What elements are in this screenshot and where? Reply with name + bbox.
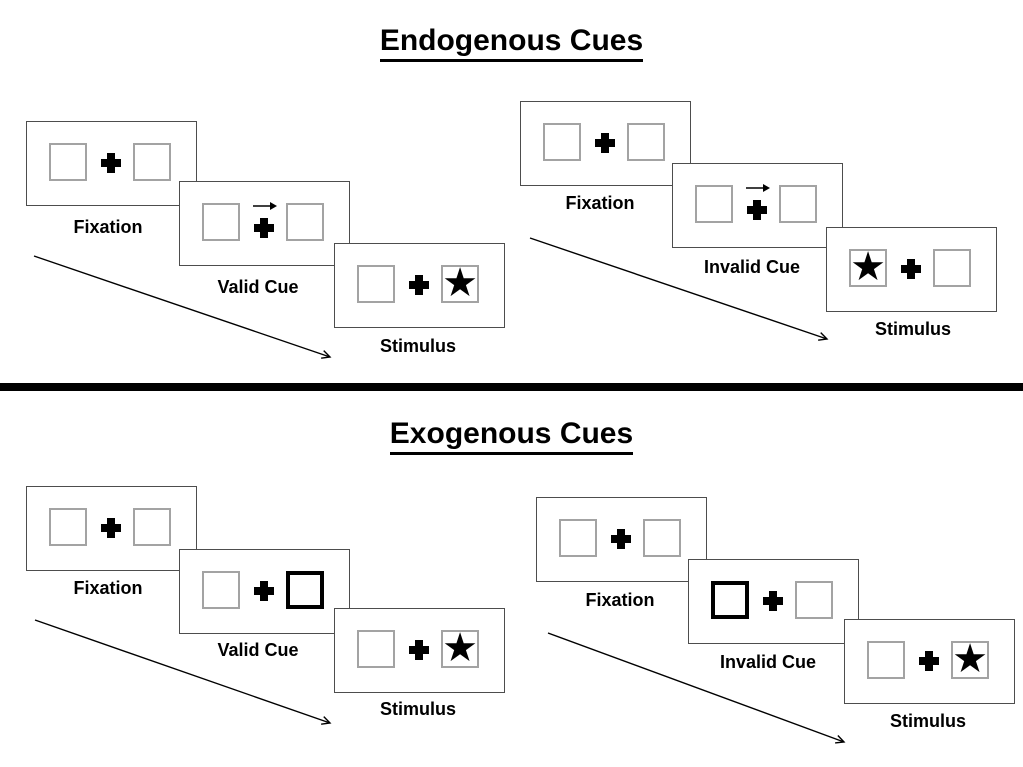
panel-label-valid-cue: Valid Cue — [217, 277, 299, 297]
exo-valid-fixation-panel — [26, 486, 197, 571]
left-box — [49, 143, 87, 181]
fixation-cross-icon — [611, 529, 631, 549]
exo-invalid-cue-panel — [688, 559, 859, 644]
panel-label-fixation: Fixation — [73, 217, 143, 237]
panel-label-fixation: Fixation — [585, 590, 655, 610]
fixation-cross-icon — [919, 651, 939, 671]
endogenous-title: Endogenous Cues — [0, 24, 1023, 62]
panel-label-stimulus: Stimulus — [379, 699, 457, 719]
right-box — [933, 249, 971, 287]
right-box — [643, 519, 681, 557]
fixation-cross-icon — [254, 581, 274, 601]
panel-label-invalid-cue: Invalid Cue — [703, 257, 801, 277]
sequence-arrow-endo-invalid — [529, 237, 829, 341]
panel-label-valid-cue: Valid Cue — [217, 640, 299, 660]
panel-label-stimulus: Stimulus — [379, 336, 457, 356]
right-arrow-icon — [253, 202, 277, 210]
panel-label-fixation: Fixation — [565, 193, 635, 213]
endo-invalid-fixation-panel — [520, 101, 691, 186]
right-box — [133, 143, 171, 181]
panel-label-stimulus: Stimulus — [889, 711, 967, 731]
endo-invalid-stimulus-panel: ★ — [826, 227, 997, 312]
star-icon: ★ — [952, 637, 988, 681]
fixation-cross-icon — [254, 218, 274, 238]
right-box — [133, 508, 171, 546]
panel-label-fixation: Fixation — [73, 578, 143, 598]
left-box — [867, 641, 905, 679]
star-icon: ★ — [442, 261, 478, 305]
fixation-cross-icon — [763, 591, 783, 611]
panel-label-invalid-cue: Invalid Cue — [719, 652, 817, 672]
right-box: ★ — [441, 626, 479, 670]
left-box — [357, 630, 395, 668]
sequence-arrow-endo-valid — [33, 255, 332, 359]
left-box — [357, 265, 395, 303]
left-box — [559, 519, 597, 557]
left-box — [543, 123, 581, 161]
sequence-arrow-exo-valid — [34, 619, 332, 725]
fixation-cross-icon — [409, 275, 429, 295]
fixation-cross-icon — [409, 640, 429, 660]
right-box — [627, 123, 665, 161]
fixation-cross-icon — [101, 153, 121, 173]
right-box — [795, 581, 833, 619]
section-divider — [0, 383, 1023, 391]
fixation-cross-icon — [901, 259, 921, 279]
star-icon: ★ — [850, 245, 886, 289]
left-box — [202, 203, 240, 241]
fixation-cross-icon — [101, 518, 121, 538]
right-box — [779, 185, 817, 223]
panel-label-stimulus: Stimulus — [874, 319, 952, 339]
left-box — [695, 185, 733, 223]
exo-valid-cue-panel — [179, 549, 350, 634]
exo-invalid-stimulus-panel: ★ — [844, 619, 1015, 704]
left-box: ★ — [849, 245, 887, 289]
sequence-arrow-exo-invalid — [547, 632, 846, 744]
exo-invalid-fixation-panel — [536, 497, 707, 582]
fixation-cross-icon — [595, 133, 615, 153]
fixation-cross-icon — [747, 200, 767, 220]
right-box: ★ — [441, 261, 479, 305]
bold-cue-box — [711, 581, 749, 619]
right-arrow-icon — [746, 184, 770, 192]
left-box — [49, 508, 87, 546]
exo-valid-stimulus-panel: ★ — [334, 608, 505, 693]
right-box — [286, 203, 324, 241]
bold-cue-box — [286, 571, 324, 609]
left-box — [202, 571, 240, 609]
endo-valid-stimulus-panel: ★ — [334, 243, 505, 328]
star-icon: ★ — [442, 626, 478, 670]
endo-valid-cue-panel — [179, 181, 350, 266]
right-box: ★ — [951, 637, 989, 681]
endo-valid-fixation-panel — [26, 121, 197, 206]
endo-invalid-cue-panel — [672, 163, 843, 248]
exogenous-title: Exogenous Cues — [0, 417, 1023, 455]
